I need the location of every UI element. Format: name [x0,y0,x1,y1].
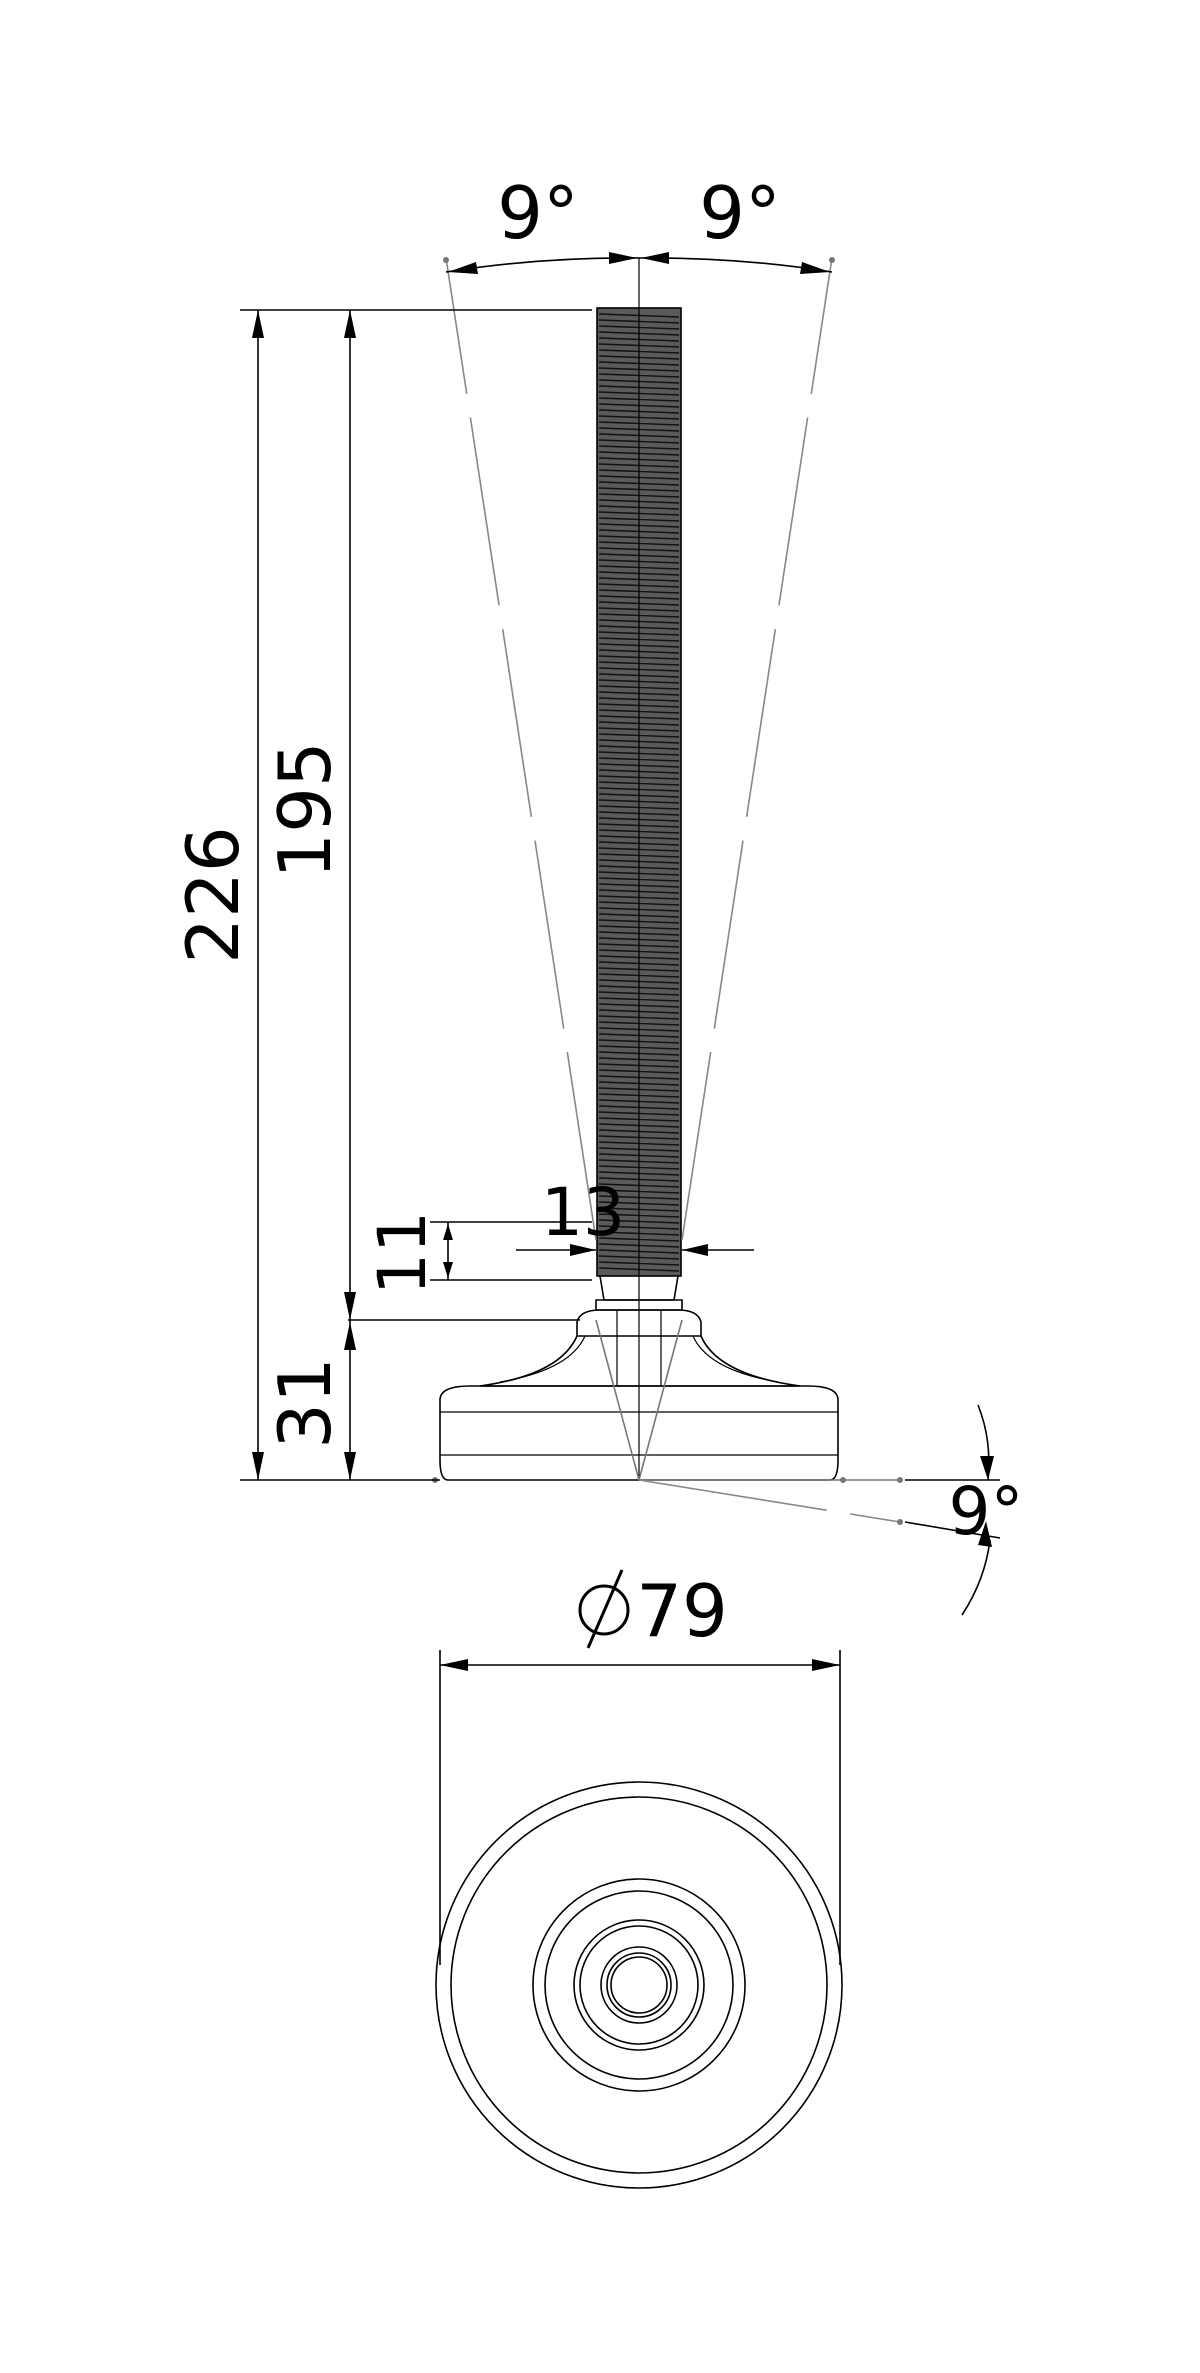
hex-width-label: 13 [541,1174,625,1251]
threaded-stud [596,258,682,1480]
swivel-left-angle-label: 9° [497,171,579,255]
side-view: 9° 9° 226 195 31 [171,171,1024,1616]
swivel-construction [432,257,903,1525]
base-height-dimension: 31 [263,1320,356,1480]
diameter-dimension: 79 [439,1569,841,1965]
thread-length-dimension: 195 [263,310,580,1321]
base-height-label: 31 [263,1357,347,1449]
swivel-right-angle-label: 9° [699,171,781,255]
base-pad [439,1385,839,1481]
hex-width-dimension: 13 [516,1174,754,1256]
hex-height-label: 11 [364,1211,441,1295]
hex-height-dimension: 11 [364,1211,592,1295]
thread-length-label: 195 [263,741,347,878]
overall-height-label: 226 [171,826,255,963]
overall-height-dimension: 226 [171,309,592,1481]
hex-collar [576,1275,702,1337]
base-dome [479,1335,801,1387]
top-view: 79 [435,1569,843,2189]
base-tilt-dimension: 9° [904,1404,1024,1616]
diameter-label: 79 [636,1569,728,1653]
diameter-symbol-icon [578,1569,630,1649]
base-top-circles [435,1781,843,2189]
swivel-angle-dimension: 9° 9° [445,171,833,274]
base-tilt-label: 9° [949,1473,1024,1550]
